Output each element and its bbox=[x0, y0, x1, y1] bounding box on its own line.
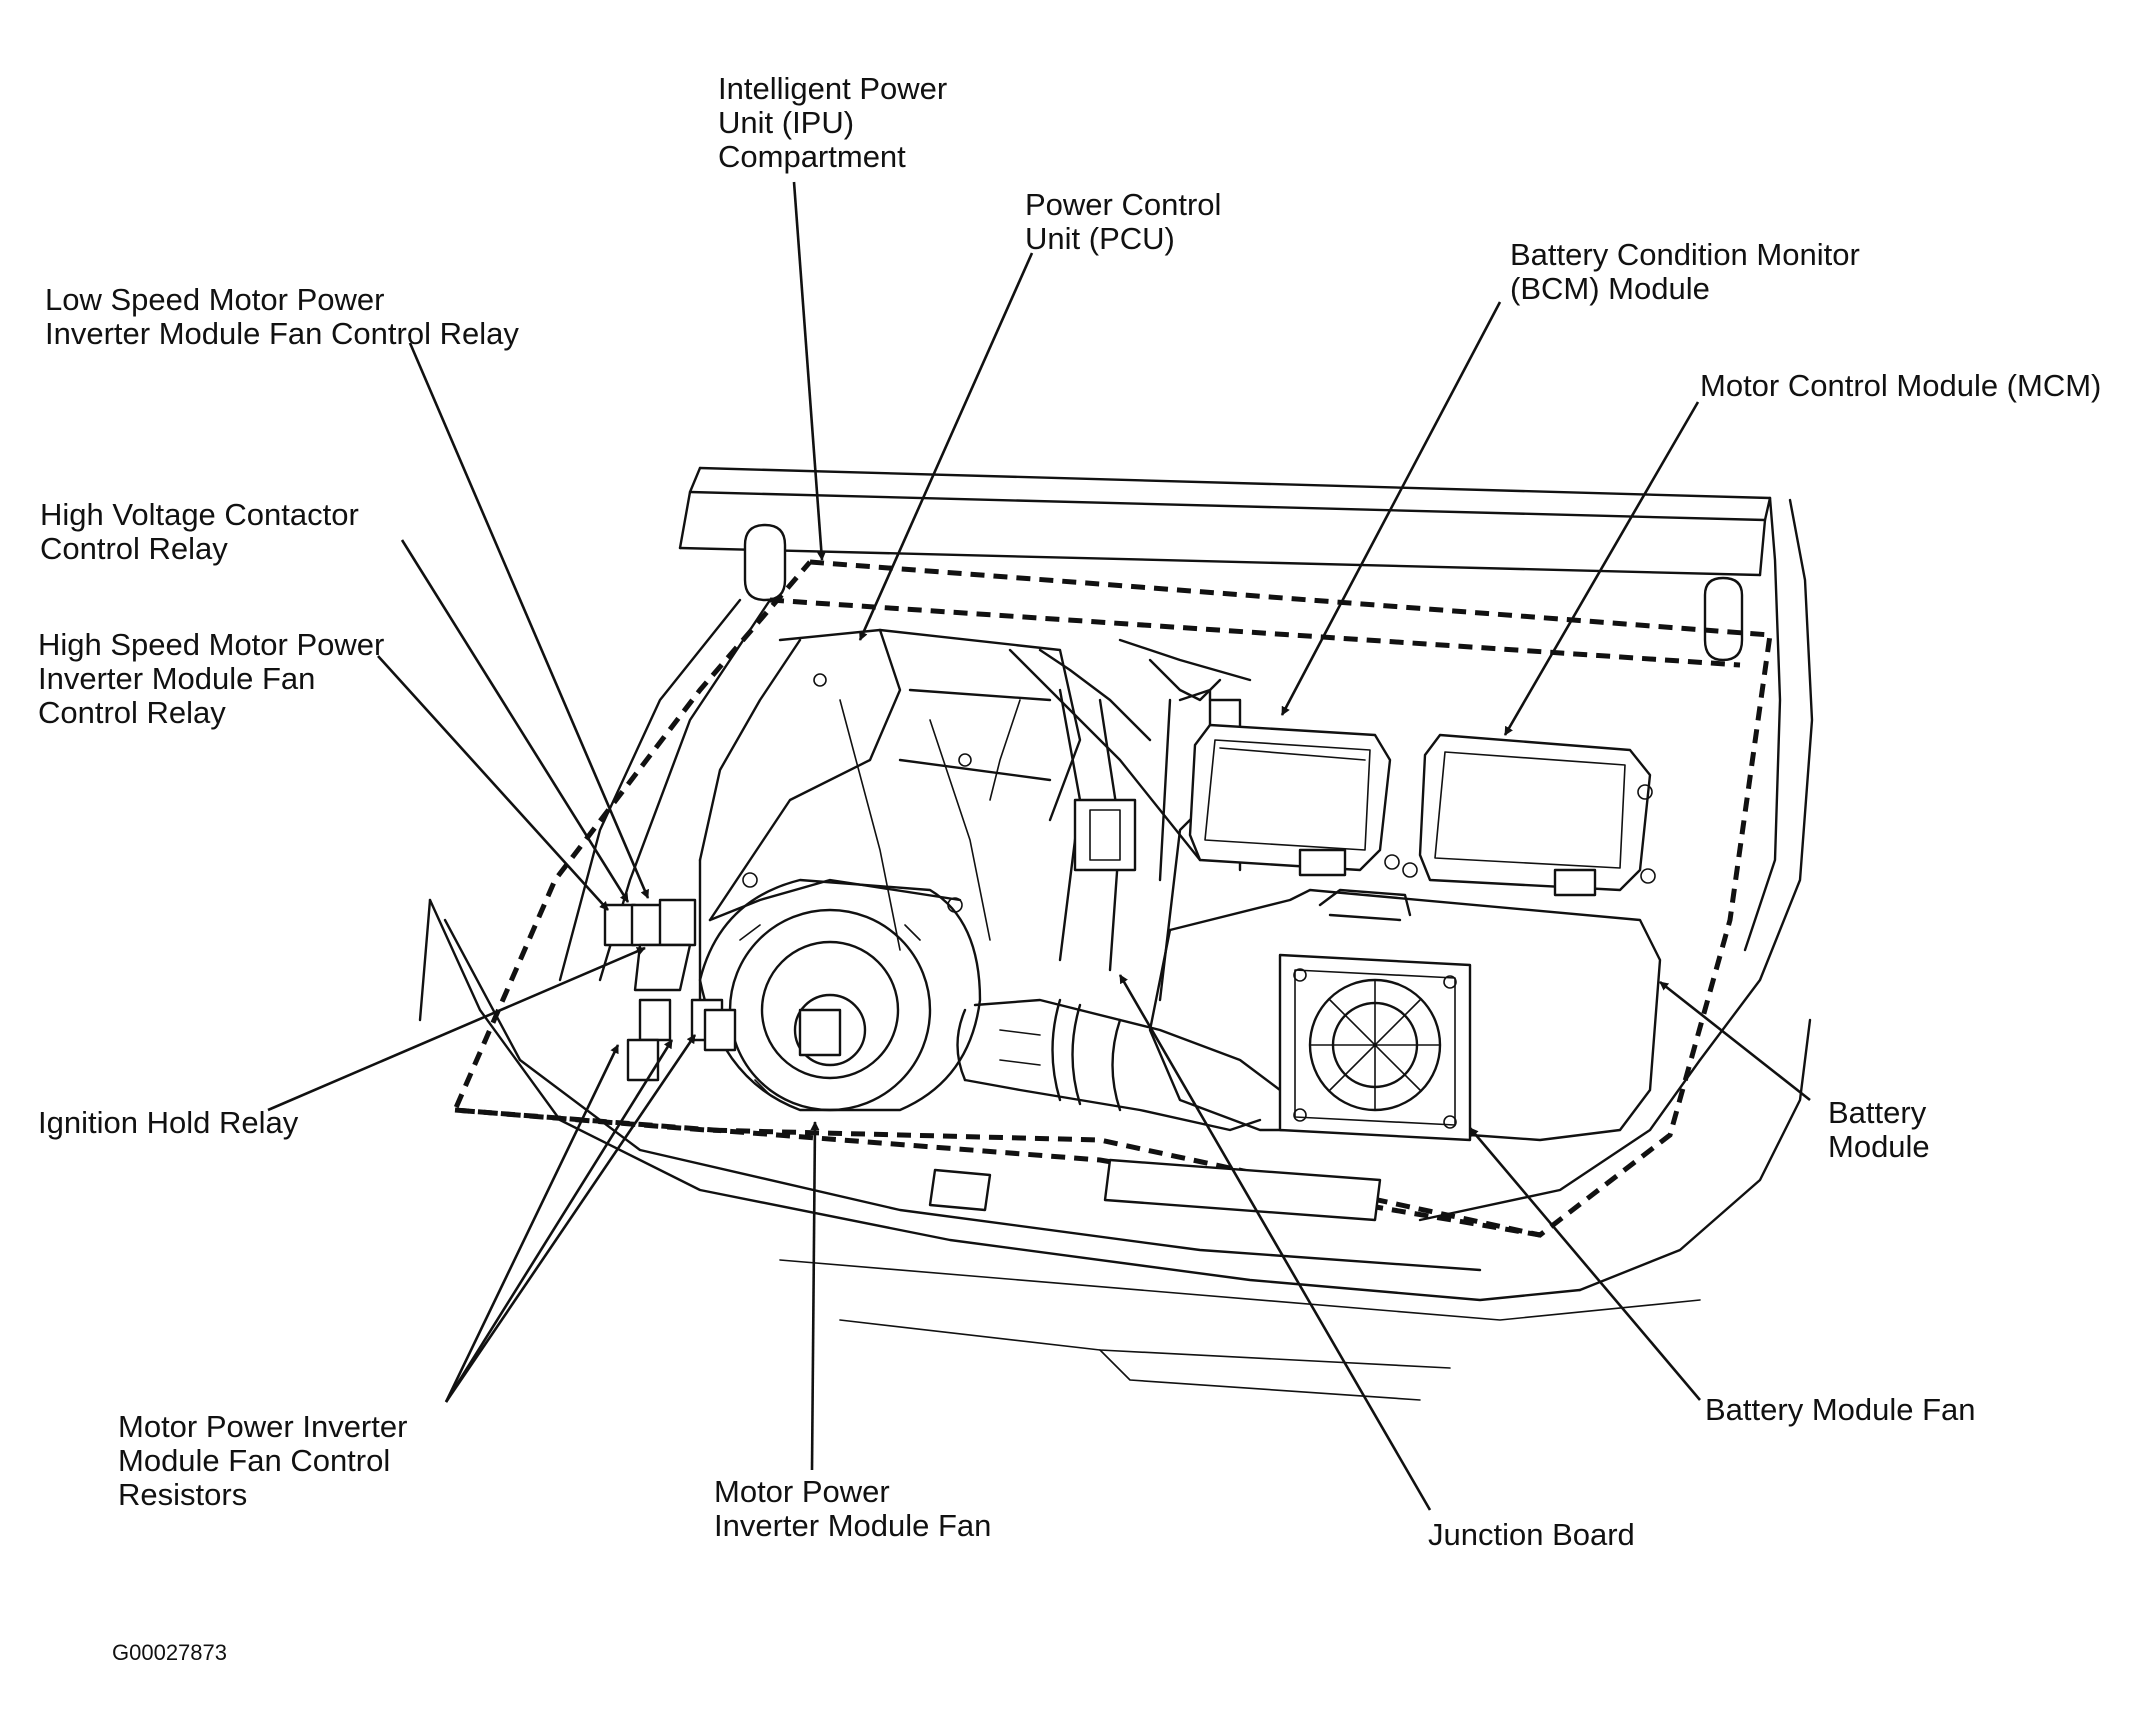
figure-id: G00027873 bbox=[112, 1640, 227, 1665]
leader-mpi-module-fan bbox=[810, 1121, 820, 1471]
label-high-speed-relay: High Speed Motor Power Inverter Module F… bbox=[38, 627, 385, 730]
center-ductwork bbox=[989, 638, 1252, 1002]
leader-lines bbox=[267, 181, 1811, 1511]
leader-ipu bbox=[792, 181, 826, 561]
label-pcu: Power Control Unit (PCU) bbox=[1025, 187, 1222, 256]
vehicle-body-outline bbox=[418, 466, 1814, 1401]
leader-resistors-3 bbox=[444, 1034, 697, 1403]
trunk-hinges bbox=[743, 523, 1744, 662]
rear-panel-parts bbox=[928, 1158, 1382, 1222]
leader-bcm bbox=[1280, 301, 1502, 716]
leader-low-speed-relay bbox=[408, 342, 650, 899]
motor-power-inverter-module-fan bbox=[698, 872, 982, 1112]
label-mpi-module-fan: Motor Power Inverter Module Fan bbox=[714, 1474, 992, 1543]
ipu-compartment-boundary bbox=[451, 559, 1773, 1238]
label-bcm-module: Battery Condition Monitor (BCM) Module bbox=[1510, 237, 1860, 306]
label-battery-module-fan: Battery Module Fan bbox=[1705, 1392, 1976, 1427]
leader-battery-module-fan bbox=[1469, 1127, 1701, 1401]
battery-module-body bbox=[1148, 888, 1662, 1142]
label-battery-module: Battery Module bbox=[1828, 1095, 1930, 1164]
leader-hv-contactor-relay bbox=[400, 539, 630, 903]
leader-resistors-1 bbox=[444, 1044, 620, 1403]
label-ignition-hold-relay: Ignition Hold Relay bbox=[38, 1105, 299, 1140]
leader-junction-board bbox=[1118, 974, 1432, 1511]
mcm-module bbox=[1418, 733, 1656, 897]
relay-cluster bbox=[603, 898, 737, 1082]
label-ipu-compartment: Intelligent Power Unit (IPU) Compartment bbox=[718, 71, 948, 174]
leader-high-speed-relay bbox=[377, 655, 609, 911]
battery-module-fan bbox=[1278, 953, 1472, 1142]
leader-ignition-hold-relay bbox=[267, 946, 646, 1112]
label-junction-board: Junction Board bbox=[1428, 1517, 1635, 1552]
label-mcm: Motor Control Module (MCM) bbox=[1700, 368, 2102, 403]
leader-resistors-2 bbox=[444, 1039, 674, 1403]
bcm-module bbox=[1188, 723, 1418, 878]
leader-mcm bbox=[1503, 401, 1700, 736]
label-fan-control-resistors: Motor Power Inverter Module Fan Control … bbox=[118, 1409, 408, 1512]
label-hv-contactor-relay: High Voltage Contactor Control Relay bbox=[40, 497, 359, 566]
leader-battery-module bbox=[1659, 980, 1811, 1102]
leader-pcu bbox=[858, 252, 1034, 641]
pcu-unit bbox=[698, 628, 1082, 1002]
label-low-speed-relay: Low Speed Motor Power Inverter Module Fa… bbox=[45, 282, 519, 351]
air-duct-hose bbox=[956, 998, 1282, 1132]
